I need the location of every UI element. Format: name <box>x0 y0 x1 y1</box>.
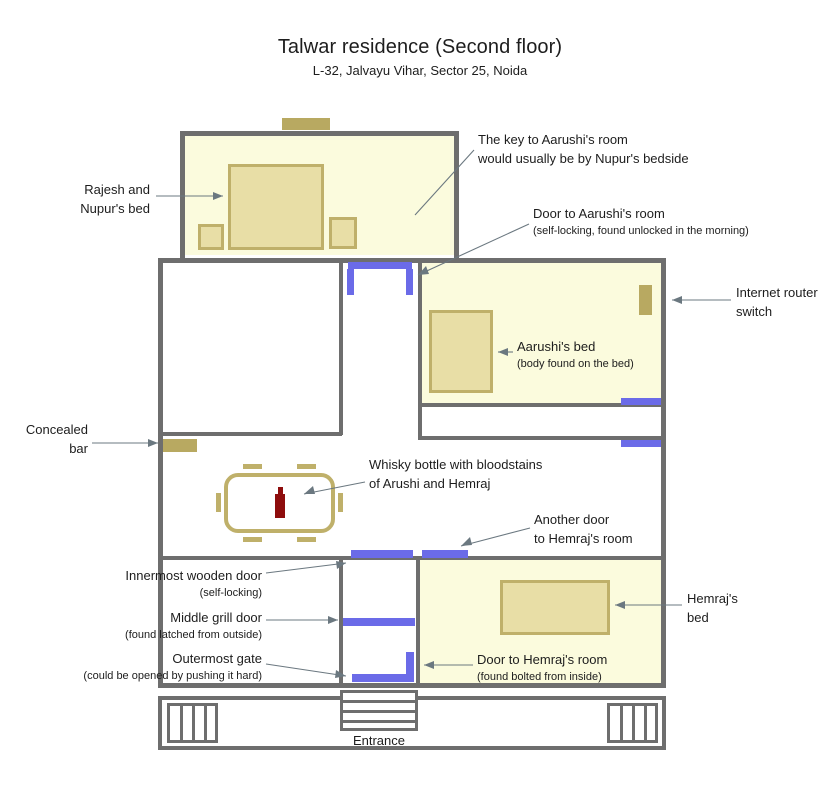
wall-upper-left-room-right <box>339 262 343 435</box>
entrance-label: Entrance <box>352 733 406 748</box>
page-title: Talwar residence (Second floor) <box>277 36 563 58</box>
railing-bar <box>180 706 183 740</box>
annotation-concealed-bar: Concealed bar <box>0 420 88 458</box>
concealed-bar <box>163 439 197 452</box>
door-marker-another-door-hemraj[interactable] <box>422 550 468 558</box>
page-subtitle: L-32, Jalvayu Vihar, Sector 25, Noida <box>312 63 528 78</box>
dining-chair-top-left <box>243 464 262 469</box>
annotation-outermost-gate-title: Outermost gate <box>172 651 262 666</box>
hemraj-bed <box>500 580 610 635</box>
wall-corridor-strip-left <box>418 403 422 440</box>
aarushi-bed <box>429 310 493 393</box>
annotation-another-door-line1: Another door <box>534 512 610 527</box>
annotation-hemraj-door-sub: (found bolted from inside) <box>477 671 602 683</box>
annotation-concealed-bar-line2: bar <box>69 441 88 456</box>
annotation-aarushi-bed-sub: (body found on the bed) <box>517 358 634 370</box>
annotation-hemraj-bed: Hemraj's bed <box>687 589 738 627</box>
annotation-parents-bed-line1: Rajesh and <box>84 182 150 197</box>
dining-chair-top-right <box>297 464 316 469</box>
wall-aarushi-bottom <box>418 403 662 407</box>
annotation-router-line1: Internet router <box>736 285 818 300</box>
door-marker-outermost-gate[interactable] <box>352 674 408 682</box>
stair-step <box>343 700 415 703</box>
annotation-router: Internet router switch <box>736 283 818 321</box>
annotation-aarushi-door: Door to Aarushi's room (self-locking, fo… <box>533 204 749 239</box>
annotation-middle-door: Middle grill door (found latched from ou… <box>0 608 262 643</box>
railing-bar <box>644 706 647 740</box>
door-marker-aarushi-south[interactable] <box>621 398 661 405</box>
annotation-aarushi-bed-title: Aarushi's bed <box>517 339 596 354</box>
wall-parents-left <box>180 131 185 259</box>
door-marker-middle-grill-door[interactable] <box>343 618 415 626</box>
railing-bar <box>632 706 635 740</box>
door-marker-corridor-south[interactable] <box>621 440 661 447</box>
dining-chair-left <box>216 493 221 512</box>
annotation-innermost-door: Innermost wooden door (self-locking) <box>0 566 262 601</box>
annotation-another-door: Another door to Hemraj's room <box>534 510 633 548</box>
wall-entry-corridor-left <box>339 556 343 686</box>
wall-entrance-strip-bottom <box>158 746 666 750</box>
railing-bar <box>620 706 623 740</box>
annotation-outermost-gate: Outermost gate (could be opened by pushi… <box>0 649 262 684</box>
wall-aarushi-left <box>418 262 422 406</box>
annotation-aarushi-door-title: Door to Aarushi's room <box>533 206 665 221</box>
dining-table <box>224 473 335 533</box>
wall-corridor-strip-bottom <box>418 436 662 440</box>
internet-router-switch <box>639 285 652 315</box>
wall-main-bottom <box>158 683 666 688</box>
annotation-aarushi-door-sub: (self-locking, found unlocked in the mor… <box>533 225 749 237</box>
parents-bed <box>228 164 324 250</box>
parents-bedside-table-right <box>329 217 357 249</box>
door-marker-innermost-wooden-door[interactable] <box>351 550 413 558</box>
wall-entrance-strip-right <box>662 696 666 750</box>
annotation-innermost-door-sub: (self-locking) <box>199 587 262 599</box>
whisky-bottle <box>275 494 285 518</box>
railing-bar <box>204 706 207 740</box>
wall-entrance-strip-left <box>158 696 162 750</box>
dining-chair-right <box>338 493 343 512</box>
annotation-key-line2: would usually be by Nupur's bedside <box>478 151 689 166</box>
annotation-whisky-line2: of Arushi and Hemraj <box>369 476 491 491</box>
door-marker-hemraj-room-door[interactable] <box>406 652 414 682</box>
annotation-hemraj-door-title: Door to Hemraj's room <box>477 652 608 667</box>
parents-bedside-table-left <box>198 224 224 250</box>
railing-bar <box>192 706 195 740</box>
annotation-another-door-line2: to Hemraj's room <box>534 531 633 546</box>
annotation-hemraj-door: Door to Hemraj's room (found bolted from… <box>477 650 607 685</box>
door-aarushi-room-top[interactable] <box>348 262 412 269</box>
annotation-whisky-bottle: Whisky bottle with bloodstains of Arushi… <box>369 455 542 493</box>
annotation-hemraj-bed-line1: Hemraj's <box>687 591 738 606</box>
wall-main-top <box>158 258 666 263</box>
annotation-parents-bed-line2: Nupur's bed <box>80 201 150 216</box>
top-wall-cabinet <box>282 118 330 130</box>
wall-main-right <box>661 258 666 688</box>
annotation-innermost-door-title: Innermost wooden door <box>125 568 262 583</box>
annotation-outermost-gate-sub: (could be opened by pushing it hard) <box>83 670 262 682</box>
wall-lower-divider-top <box>160 556 662 560</box>
annotation-middle-door-title: Middle grill door <box>170 610 262 625</box>
annotation-middle-door-sub: (found latched from outside) <box>125 629 262 641</box>
dining-chair-bottom-right <box>297 537 316 542</box>
door-jamb-left <box>347 269 354 295</box>
annotation-parents-bed: Rajesh and Nupur's bed <box>0 180 150 218</box>
wall-parents-top <box>180 131 459 136</box>
door-jamb-right <box>406 269 413 295</box>
annotation-router-line2: switch <box>736 304 773 319</box>
annotation-whisky-line1: Whisky bottle with bloodstains <box>369 457 543 472</box>
annotation-key-line1: The key to Aarushi's room <box>478 132 628 147</box>
annotation-hemraj-bed-line2: bed <box>687 610 709 625</box>
stair-step <box>343 720 415 723</box>
wall-main-left <box>158 258 163 688</box>
annotation-aarushi-bed: Aarushi's bed (body found on the bed) <box>517 337 634 372</box>
dining-chair-bottom-left <box>243 537 262 542</box>
wall-entry-corridor-right <box>416 556 420 686</box>
wall-parents-right <box>454 131 459 259</box>
annotation-key: The key to Aarushi's room would usually … <box>478 130 689 168</box>
whisky-bottle-neck <box>278 487 283 496</box>
annotation-concealed-bar-line1: Concealed <box>25 422 88 437</box>
wall-upper-left-room-bottom <box>160 432 342 436</box>
stair-step <box>343 710 415 713</box>
